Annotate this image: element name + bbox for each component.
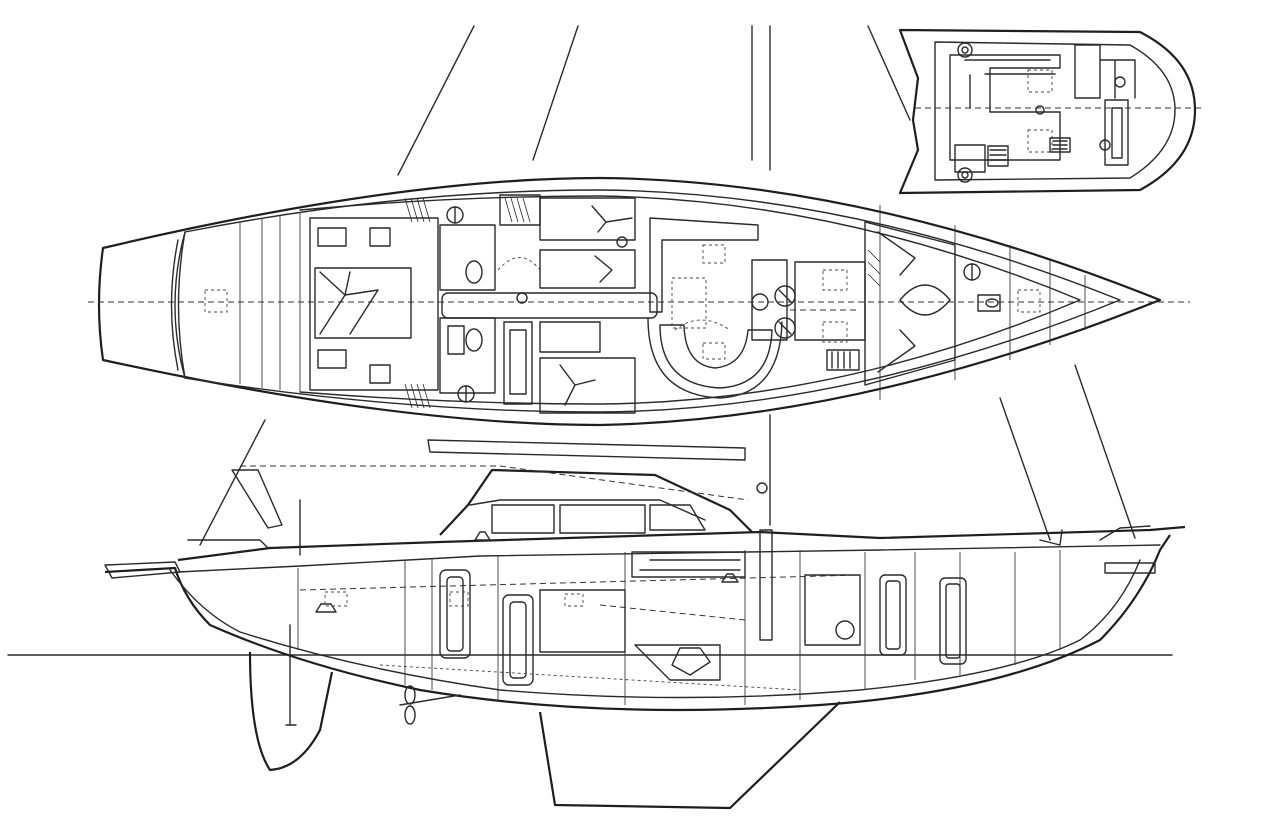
keel: [538, 701, 841, 810]
rudder: [248, 651, 334, 772]
rigging-lines: [199, 25, 1136, 546]
propeller: [399, 685, 461, 725]
deck-plan: [898, 28, 1205, 195]
mast: [759, 529, 773, 641]
interior-accommodation-plan: [88, 176, 1190, 427]
inboard-profile: [7, 439, 1186, 810]
